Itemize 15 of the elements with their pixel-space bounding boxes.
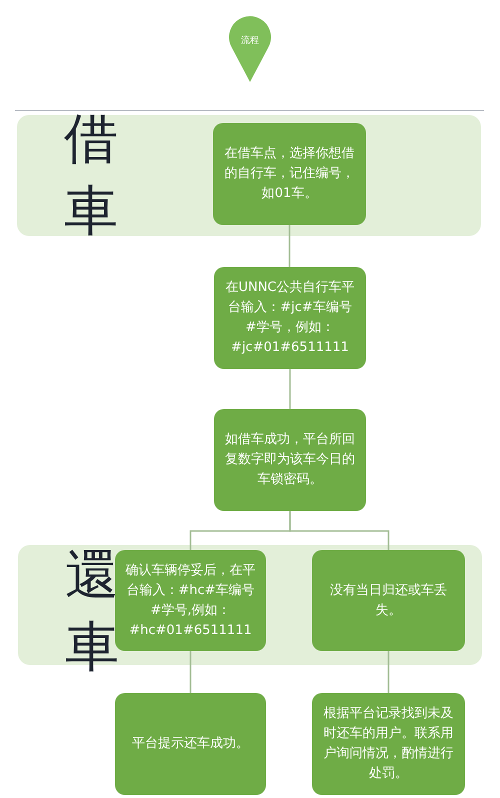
connector-line xyxy=(289,511,390,550)
pin-label: 流程 xyxy=(241,34,259,47)
connector-line xyxy=(388,651,390,693)
connector-line xyxy=(289,369,291,409)
connector-line xyxy=(288,225,290,267)
process-box: 在UNNC公共自行车平台输入：#jc#车编号#学号，例如：#jc#01#6511111 xyxy=(214,267,366,369)
process-box: 在借车点，选择你想借的自行车，记住编号，如01车。 xyxy=(213,123,366,225)
connector-line xyxy=(190,651,192,693)
process-box: 根据平台记录找到未及时还车的用户。联系用户询问情况，酌情进行处罚。 xyxy=(312,693,465,795)
process-box: 确认车辆停妥后，在平台输入：#hc#车编号#学号,例如：#hc#01#6511111 xyxy=(115,550,266,651)
calligraphy-heading: 借車 xyxy=(63,106,119,244)
section-band xyxy=(17,115,481,236)
process-box: 没有当日归还或车丢失。 xyxy=(312,550,465,651)
process-box: 平台提示还车成功。 xyxy=(115,693,266,795)
process-box: 如借车成功，平台所回复数字即为该车今日的车锁密码。 xyxy=(214,409,366,511)
